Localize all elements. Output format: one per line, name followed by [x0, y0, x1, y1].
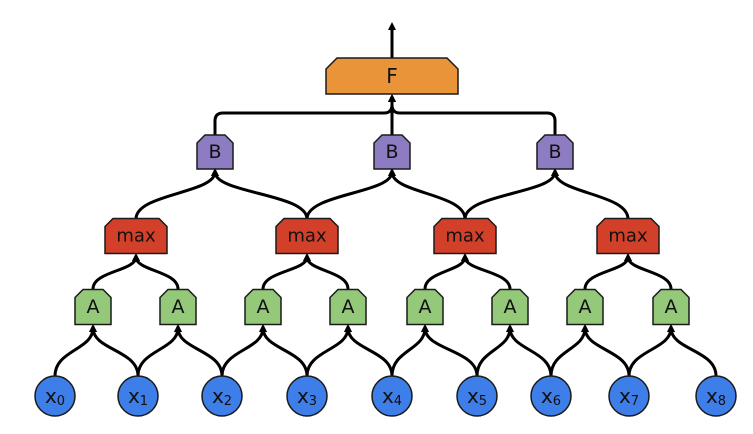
edge-max2-b1 [388, 168, 467, 221]
a-node-label-7: A [665, 296, 678, 318]
b-node-label-2: B [548, 141, 561, 163]
max-node-1 [275, 217, 339, 255]
edge-x4-a4 [390, 324, 429, 378]
edge-x2-a1 [174, 324, 224, 378]
max-node-label-2: max [445, 226, 485, 247]
f-node [325, 57, 459, 95]
a-node-5 [491, 288, 529, 326]
edge-x0-a0 [53, 324, 97, 378]
a-node-1 [159, 288, 197, 326]
edge-x8-a7 [667, 324, 718, 378]
input-node-x8 [695, 375, 737, 417]
f-node-label: F [386, 64, 398, 88]
a-node-label-3: A [342, 296, 355, 318]
b-node-2 [536, 134, 574, 170]
a-node-label-6: A [579, 296, 592, 318]
edge-a1-max0 [132, 253, 180, 291]
max-node-2 [433, 217, 497, 255]
input-node-label-x2: x2 [212, 384, 232, 409]
edge-x1-a0 [89, 324, 140, 378]
edge-b0-f [213, 94, 396, 137]
a-node-label-4: A [419, 296, 432, 318]
a-node-2 [244, 288, 282, 326]
max-node-label-3: max [608, 226, 648, 247]
edge-x1-a1 [136, 324, 182, 378]
input-node-label-x0: x0 [45, 384, 65, 409]
b-node-1 [373, 134, 411, 170]
edge-x3-a3 [305, 324, 352, 378]
edge-x5-a4 [421, 324, 479, 378]
edge-a6-max3 [583, 253, 632, 291]
edge-max1-b0 [211, 168, 309, 221]
edge-x5-a5 [475, 324, 514, 378]
max-node-3 [596, 217, 660, 255]
input-node-x1 [117, 375, 159, 417]
edge-a5-max2 [461, 253, 512, 291]
input-node-label-x7: x7 [619, 384, 639, 409]
input-node-x5 [456, 375, 498, 417]
edge-a3-max1 [303, 253, 350, 291]
input-node-x7 [608, 375, 650, 417]
a-node-3 [329, 288, 367, 326]
max-node-0 [104, 217, 168, 255]
a-node-label-5: A [504, 296, 517, 318]
a-node-6 [566, 288, 604, 326]
a-node-0 [74, 288, 112, 326]
a-node-label-1: A [172, 296, 185, 318]
edge-max2-b2 [463, 168, 559, 221]
input-node-x2 [201, 375, 243, 417]
input-node-label-x3: x3 [297, 384, 317, 409]
input-node-x3 [286, 375, 328, 417]
edge-x3-a2 [259, 324, 309, 378]
input-node-label-x4: x4 [382, 384, 402, 409]
edge-a2-max1 [261, 253, 311, 291]
edge-a7-max3 [624, 253, 673, 291]
a-node-label-0: A [87, 296, 100, 318]
edge-x6-a6 [549, 324, 589, 378]
input-node-x6 [530, 375, 572, 417]
input-node-label-x6: x6 [541, 384, 561, 409]
b-node-label-0: B [208, 141, 221, 163]
edges [53, 94, 718, 378]
b-node-label-1: B [385, 141, 398, 163]
edge-a0-max0 [91, 253, 140, 291]
edge-x7-a7 [627, 324, 675, 378]
edge-x6-a5 [506, 324, 553, 378]
max-node-label-0: max [116, 226, 156, 247]
a-node-7 [652, 288, 690, 326]
a-node-4 [406, 288, 444, 326]
a-node-label-2: A [257, 296, 270, 318]
input-node-x4 [371, 375, 413, 417]
input-node-label-x8: x8 [706, 384, 726, 409]
edge-x7-a6 [581, 324, 631, 378]
b-node-0 [196, 134, 234, 170]
edge-max3-b2 [551, 168, 630, 221]
input-node-label-x1: x1 [128, 384, 148, 409]
input-node-label-x5: x5 [467, 384, 487, 409]
max-node-label-1: max [287, 226, 327, 247]
edge-x2-a2 [220, 324, 267, 378]
input-node-x0 [34, 375, 76, 417]
edge-max0-b0 [134, 168, 219, 221]
edge-b2-f [388, 94, 557, 137]
edge-max1-b1 [305, 168, 396, 221]
edge-a4-max2 [423, 253, 469, 291]
edge-x4-a3 [344, 324, 394, 378]
